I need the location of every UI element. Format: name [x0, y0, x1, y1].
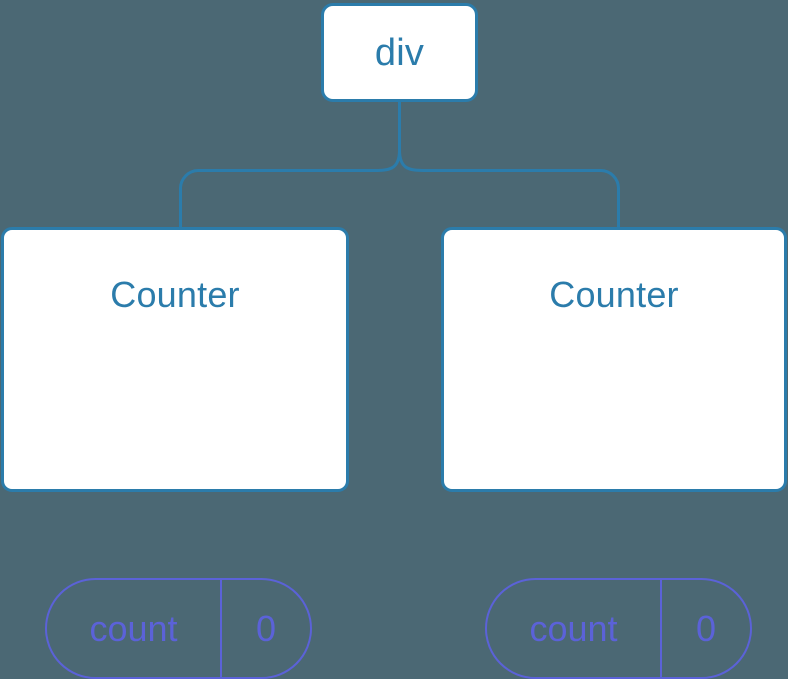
edge-to-counter-left: [179, 149, 401, 227]
node-div[interactable]: div: [321, 3, 478, 102]
state-value-right: 0: [695, 607, 717, 649]
state-value-left: 0: [255, 607, 277, 649]
node-counter-left-label: Counter: [110, 274, 240, 315]
edge-connectors: [179, 102, 620, 227]
diagram-canvas: div Counter count 0 Counter count 0: [1, 3, 787, 679]
node-counter-right-label: Counter: [549, 274, 679, 315]
edge-to-counter-right: [398, 149, 620, 227]
state-key-left: count: [47, 580, 222, 677]
node-counter-left[interactable]: Counter count 0: [1, 227, 349, 679]
node-div-label: div: [374, 31, 425, 74]
state-pill-left[interactable]: count 0: [45, 578, 312, 679]
state-key-right: count: [487, 580, 662, 677]
state-pill-right[interactable]: count 0: [485, 578, 752, 679]
node-counter-right[interactable]: Counter count 0: [441, 227, 787, 679]
